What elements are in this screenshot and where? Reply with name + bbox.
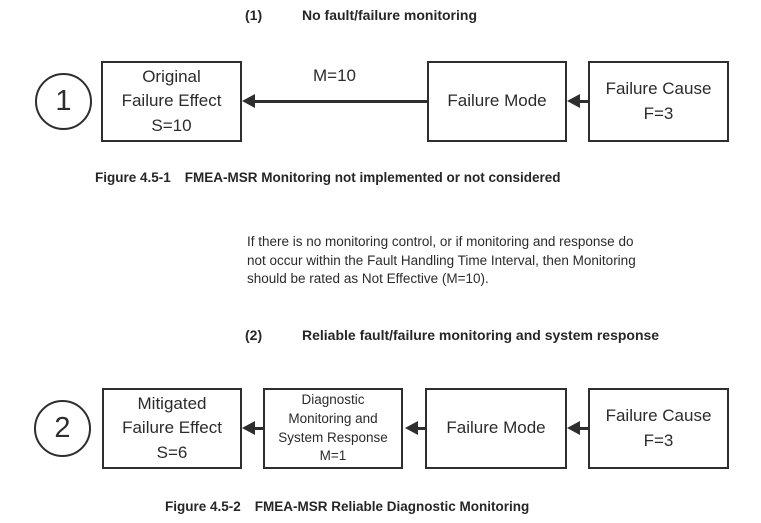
note-line-3: should be rated as Not Effective (M=10). (247, 271, 489, 286)
step-badge-1-number: 1 (55, 85, 72, 117)
failure-mode-label-1: Failure Mode (447, 91, 547, 111)
step-badge-2: 2 (34, 400, 91, 457)
diagnostic-monitoring-line4: M=1 (319, 448, 347, 464)
section1-heading-number: (1) (245, 7, 263, 23)
section2-heading-text: Reliable fault/failure monitoring and sy… (302, 327, 660, 343)
figure-caption-1: Figure 4.5-1 FMEA-MSR Monitoring not impl… (95, 170, 561, 185)
note-paragraph: If there is no monitoring control, or if… (247, 233, 636, 289)
failure-cause-box-1: Failure Cause F=3 (588, 61, 729, 142)
failure-cause-line1-1: Failure Cause (605, 79, 712, 99)
cause-arrowhead-icon-2 (567, 421, 580, 435)
step-badge-1: 1 (35, 73, 92, 130)
diagnostic-monitoring-line2: Monitoring and (288, 410, 378, 426)
section1-heading-text: No fault/failure monitoring (302, 7, 477, 23)
note-line-2: not occur within the Fault Handling Time… (247, 252, 636, 268)
cause-arrow-line-2 (580, 427, 588, 430)
diagnostic-monitoring-line1: Diagnostic (301, 392, 365, 408)
original-failure-effect-line2: Failure Effect (121, 91, 222, 111)
original-failure-effect-line3: S=10 (151, 115, 192, 135)
effect-arrowhead-icon-2 (242, 421, 255, 435)
step-badge-2-number: 2 (54, 412, 71, 444)
figure-caption-2-label: Figure 4.5-2 (165, 499, 241, 514)
failure-cause-line1-2: Failure Cause (605, 406, 712, 426)
mitigated-failure-effect-line1: Mitigated (137, 394, 207, 414)
monitoring-arrow-line (252, 100, 427, 103)
cause-arrow-line-1 (580, 100, 588, 103)
mitigated-failure-effect-line3: S=6 (156, 442, 188, 462)
note-line-1: If there is no monitoring control, or if… (247, 234, 634, 249)
diagnostic-monitoring-line3: System Response (278, 429, 388, 445)
mitigated-failure-effect-line2: Failure Effect (122, 418, 222, 438)
section1-heading: (1) No fault/failure monitoring (245, 7, 477, 23)
effect-arrow-line-2 (255, 427, 263, 430)
section2-heading-number: (2) (245, 327, 263, 343)
monitoring-arrowhead-icon (242, 94, 255, 108)
original-failure-effect-box: Original Failure Effect S=10 (101, 61, 242, 142)
diagnostic-monitoring-box: Diagnostic Monitoring and System Respons… (263, 388, 403, 469)
failure-mode-box-1: Failure Mode (427, 61, 567, 142)
mitigated-failure-effect-box: Mitigated Failure Effect S=6 (102, 388, 242, 469)
section2-heading: (2) Reliable fault/failure monitoring and… (245, 327, 659, 343)
failure-cause-line2-1: F=3 (643, 103, 674, 123)
figure-caption-2-text: FMEA-MSR Reliable Diagnostic Monitoring (254, 499, 530, 514)
monitor-arrow-line-2 (418, 427, 425, 430)
monitor-arrowhead-icon-2 (405, 421, 418, 435)
cause-arrowhead-icon-1 (567, 94, 580, 108)
monitoring-arrow-label: M=10 (313, 66, 356, 85)
original-failure-effect-line1: Original (142, 67, 201, 87)
failure-mode-label-2: Failure Mode (446, 418, 546, 438)
figure-caption-1-text: FMEA-MSR Monitoring not implemented or n… (184, 170, 561, 185)
figure-caption-2: Figure 4.5-2 FMEA-MSR Reliable Diagnostic… (165, 499, 529, 514)
failure-mode-box-2: Failure Mode (425, 388, 567, 469)
failure-cause-box-2: Failure Cause F=3 (588, 388, 729, 469)
figure-caption-1-label: Figure 4.5-1 (95, 170, 171, 185)
failure-cause-line2-2: F=3 (643, 430, 674, 450)
